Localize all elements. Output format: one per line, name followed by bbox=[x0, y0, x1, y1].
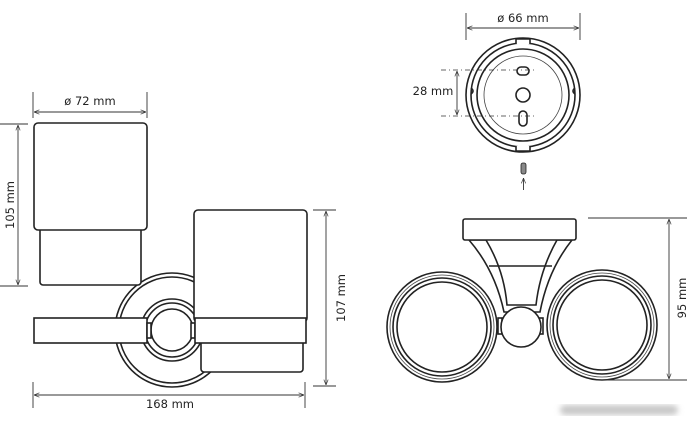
base-plate-view: 28 mm ø 66 mm bbox=[413, 11, 581, 190]
dimension-total-height-side: 107 mm bbox=[313, 209, 348, 387]
dimension-label: 107 mm bbox=[334, 274, 348, 322]
dimension-height-front: 95 mm bbox=[588, 217, 689, 381]
notches bbox=[470, 38, 576, 152]
dimension-label: ø 66 mm bbox=[497, 11, 548, 25]
dimension-label: 95 mm bbox=[675, 278, 689, 319]
dimension-diameter-base: ø 66 mm bbox=[465, 11, 581, 40]
watermark bbox=[560, 405, 678, 415]
cup-left bbox=[33, 122, 148, 286]
ring-right bbox=[546, 269, 658, 381]
set-screw-icon bbox=[520, 162, 527, 190]
center-hole bbox=[515, 87, 531, 103]
dimension-height-cup: 105 mm bbox=[0, 123, 28, 287]
dimension-label: 105 mm bbox=[3, 181, 17, 229]
dimension-label: ø 72 mm bbox=[64, 94, 115, 108]
front-view: 95 mm bbox=[386, 217, 689, 383]
dimension-label: 28 mm bbox=[413, 84, 454, 98]
mounting-slot-top bbox=[516, 66, 530, 76]
side-view: ø 72 mm 105 mm 168 mm 107 mm bbox=[0, 92, 348, 411]
mounting-slot-bottom bbox=[518, 110, 528, 127]
dimension-label: 168 mm bbox=[146, 397, 194, 411]
dimension-diameter-cup: ø 72 mm bbox=[32, 92, 148, 118]
cup-right bbox=[193, 209, 308, 373]
dimension-total-width: 168 mm bbox=[32, 382, 306, 411]
holder-arms bbox=[33, 317, 307, 344]
ring-left bbox=[386, 271, 498, 383]
dimension-hole-spacing: 28 mm bbox=[413, 71, 457, 115]
wall-bracket bbox=[462, 218, 577, 348]
